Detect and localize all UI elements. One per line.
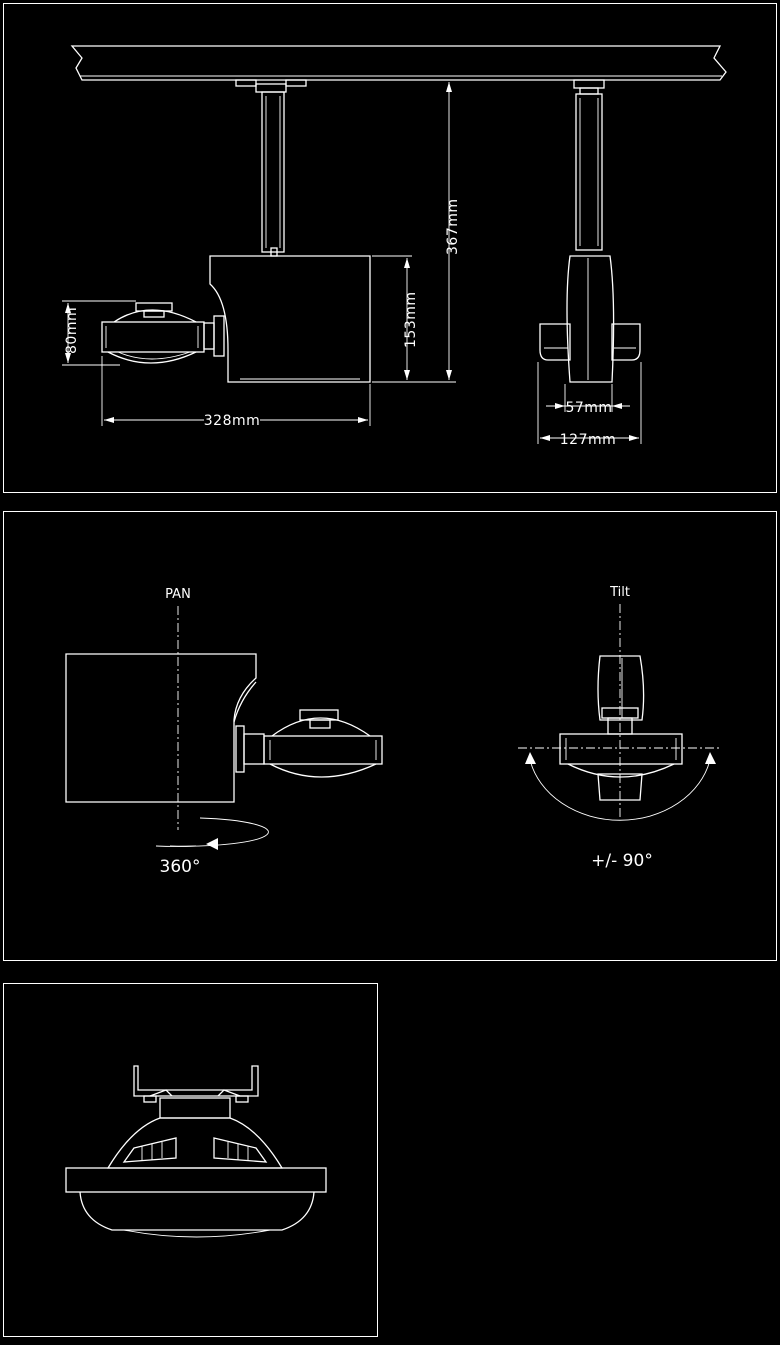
- pan-rotation-arrow: [206, 838, 218, 850]
- tilt-angle-label: +/- 90°: [591, 851, 653, 871]
- side-view-body: [209, 255, 371, 383]
- pan-body: [65, 653, 257, 803]
- pan-view: PAN 360°: [65, 587, 383, 877]
- dim-127-label: 127mm: [560, 432, 617, 448]
- panel-pan-tilt-frame: [3, 511, 777, 961]
- panel-detail-frame: [3, 983, 378, 1337]
- dim-367-label: 367mm: [445, 199, 461, 256]
- dim-57: 57mm: [546, 384, 630, 416]
- dim-153: 153mm: [372, 255, 419, 380]
- tilt-arc: [529, 759, 711, 821]
- lamp-dome: [106, 1117, 284, 1169]
- panel-dimensions-frame: [3, 3, 777, 493]
- panel-pan-tilt: PAN 360° Tilt: [3, 511, 777, 961]
- dim-127: 127mm: [537, 362, 642, 448]
- lamp-bracket: [133, 1065, 259, 1119]
- pan-angle-label: 360°: [160, 857, 201, 877]
- tilt-view: Tilt +/- 90°: [518, 585, 720, 871]
- dim-328: 328mm: [101, 356, 371, 429]
- front-view-arm: [539, 255, 641, 383]
- front-view-adaptor: [573, 79, 605, 251]
- dim-153-label: 153mm: [403, 292, 419, 349]
- dim-328-label: 328mm: [204, 413, 261, 429]
- dim-367: 367mm: [292, 79, 461, 383]
- pan-label: PAN: [165, 587, 191, 602]
- panel-dimensions: 367mm 153mm 80mm 328mm: [3, 3, 777, 493]
- dim-80-label: 80mm: [64, 307, 80, 354]
- side-view-adaptor: [235, 79, 307, 257]
- lamp-rim: [65, 1167, 327, 1238]
- dim-80: 80mm: [62, 300, 136, 366]
- panel-detail: [3, 983, 378, 1337]
- track-rail: [70, 45, 727, 81]
- pan-rotation-arc: [169, 817, 269, 847]
- side-view-lamp-head: [101, 302, 225, 364]
- dim-57-label: 57mm: [565, 400, 612, 416]
- tilt-label: Tilt: [609, 585, 630, 600]
